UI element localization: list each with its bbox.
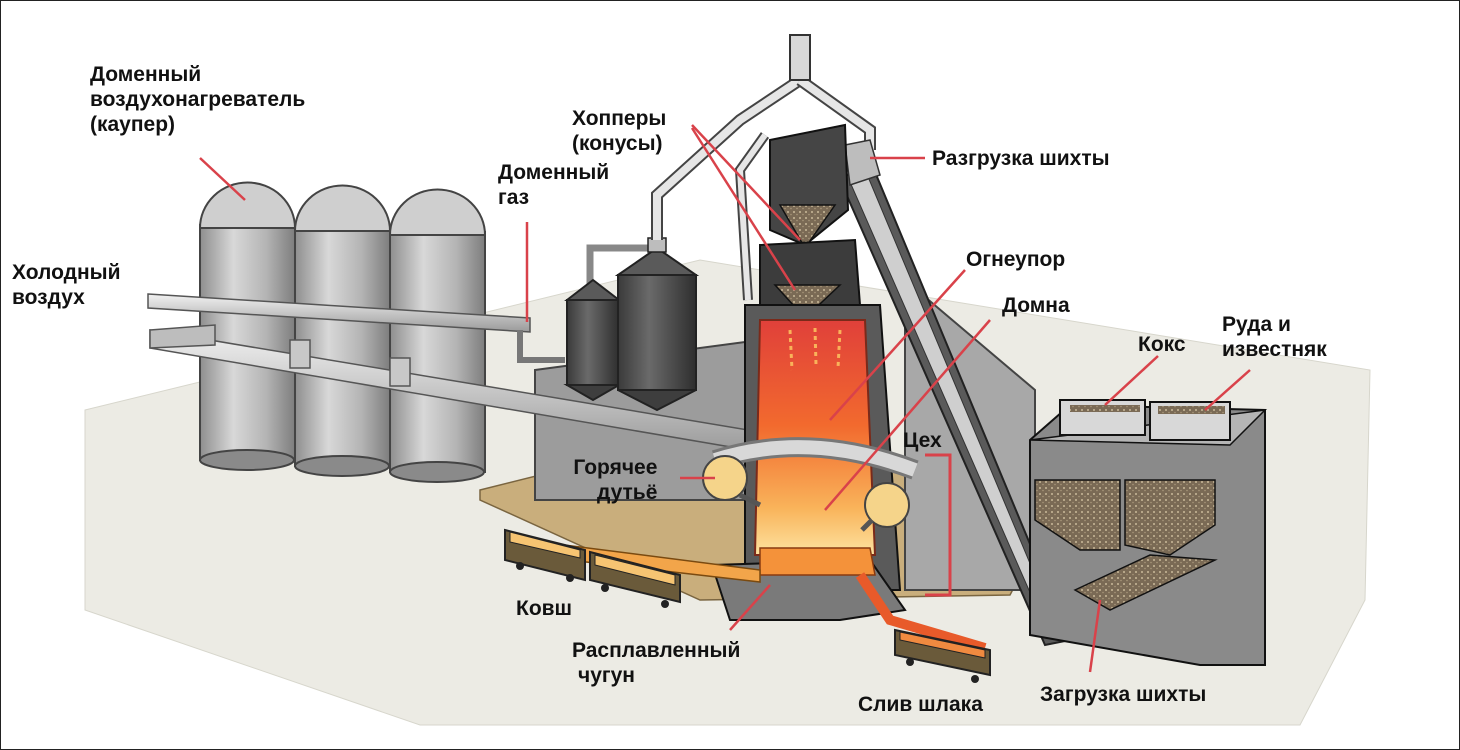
label-cold-air: Холодный воздух bbox=[12, 261, 121, 309]
label-coke: Кокс bbox=[1138, 333, 1186, 356]
leader-coke bbox=[1104, 355, 1159, 406]
leader-ore bbox=[1204, 369, 1251, 411]
leader-cowper bbox=[199, 157, 246, 201]
label-blast-gas: Доменный газ bbox=[498, 161, 610, 209]
slag-runner bbox=[855, 572, 991, 683]
skip-incline bbox=[838, 139, 1072, 647]
ladle-cars bbox=[504, 528, 681, 608]
leader-hoppers-2 bbox=[690, 127, 797, 291]
stock-bins bbox=[1029, 399, 1268, 666]
label-refractory: Огнеупор bbox=[966, 248, 1066, 271]
label-ladle: Ковш bbox=[516, 597, 573, 620]
label-molten-iron: Расплавленный чугун bbox=[572, 639, 741, 687]
cowper-stove bbox=[388, 188, 487, 483]
label-hot-blast: Горячее дутьё bbox=[573, 456, 658, 504]
leader-molten-iron bbox=[729, 584, 771, 631]
cowper-stove bbox=[293, 184, 392, 477]
leader-hoppers-1 bbox=[691, 124, 801, 241]
shop-bracket bbox=[925, 453, 952, 597]
label-slag-drain: Слив шлака bbox=[858, 693, 983, 716]
label-ore: Руда и известняк bbox=[1222, 313, 1327, 361]
dust-catchers bbox=[563, 237, 700, 412]
label-charge-unload: Разгрузка шихты bbox=[932, 147, 1110, 170]
leader-lines bbox=[199, 124, 1251, 673]
hot-blast-bustle bbox=[702, 437, 919, 532]
label-hoppers: Хопперы (конусы) bbox=[572, 107, 667, 155]
cowper-stoves bbox=[198, 181, 487, 483]
label-charge-load: Загрузка шихты bbox=[1040, 683, 1207, 706]
leader-charge-load bbox=[1088, 599, 1102, 673]
air-pipes bbox=[147, 293, 761, 453]
leader-refractory bbox=[829, 269, 966, 421]
gas-uptakes bbox=[651, 34, 876, 301]
label-cowper: Доменный воздухонагреватель (каупер) bbox=[90, 63, 306, 136]
blast-furnace bbox=[710, 123, 907, 621]
leader-furnace bbox=[824, 319, 991, 511]
label-shop: Цех bbox=[903, 429, 942, 452]
label-furnace: Домна bbox=[1002, 294, 1070, 317]
